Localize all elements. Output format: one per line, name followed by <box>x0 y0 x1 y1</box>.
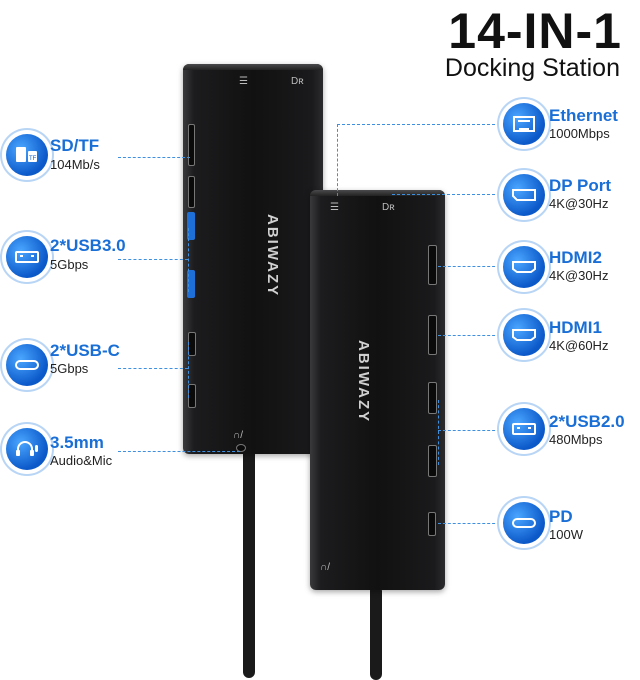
connector-dp <box>392 194 500 195</box>
usb2-port-1[interactable] <box>428 382 437 414</box>
hdmi-icon <box>503 246 545 288</box>
feature-spec-ethernet: 1000Mbps <box>549 126 610 141</box>
headline-title: 14-IN-1 <box>448 3 622 59</box>
connector-ethernet-v <box>337 124 338 196</box>
hdmi1-port[interactable] <box>428 315 437 355</box>
sd-card-slot[interactable] <box>188 124 195 166</box>
feature-spec-pd: 100W <box>549 527 583 542</box>
displayport-icon <box>503 174 545 216</box>
connector-hdmi1 <box>438 335 500 336</box>
tf-card-slot[interactable] <box>188 176 195 208</box>
connector-usb2-v <box>438 400 439 465</box>
feature-spec-usbc: 5Gbps <box>50 361 89 376</box>
usb-c-icon <box>503 502 545 544</box>
feature-spec-usb2: 480Mbps <box>549 432 603 447</box>
feature-name-ethernet: Ethernet <box>549 106 618 125</box>
feature-name-hdmi2: HDMI2 <box>549 248 602 267</box>
dp-port-label-icon: Dʀ <box>291 76 304 87</box>
usb-c-icon <box>6 344 48 386</box>
feature-spec-audio: Audio&Mic <box>50 453 113 468</box>
feature-name-usbc: 2*USB-C <box>50 341 120 360</box>
connector-hdmi2 <box>438 266 500 267</box>
hdmi-icon <box>503 314 545 356</box>
ethernet-port-label-icon-front: ☰ <box>330 202 339 213</box>
usb-a-icon <box>6 236 48 278</box>
audio-port-label-icon: ∩/ <box>233 430 243 441</box>
connector-pd <box>438 523 500 524</box>
feature-spec-dp: 4K@30Hz <box>549 196 609 211</box>
feature-name-usb3: 2*USB3.0 <box>50 236 126 255</box>
hdmi2-port[interactable] <box>428 245 437 285</box>
brand-logo-front: ABIWAZY <box>355 340 372 424</box>
connector-sd <box>118 157 190 158</box>
usb-c-port-1[interactable] <box>188 332 196 356</box>
feature-name-pd: PD <box>549 507 573 526</box>
headset-mic-icon <box>6 428 48 470</box>
feature-name-audio: 3.5mm <box>50 433 104 452</box>
connector-usb3-v <box>188 228 189 292</box>
feature-name-hdmi1: HDMI1 <box>549 318 602 337</box>
connector-usbc-v <box>188 342 189 398</box>
right-dock-cable <box>370 585 382 680</box>
left-dock-cable <box>243 448 255 678</box>
feature-name-usb2: 2*USB2.0 <box>549 412 625 431</box>
ethernet-icon <box>503 103 545 145</box>
usb3-port-2[interactable] <box>187 270 195 298</box>
svg-text:TF: TF <box>29 156 37 162</box>
feature-spec-hdmi2: 4K@30Hz <box>549 268 609 283</box>
connector-usb2 <box>438 430 500 431</box>
dock-front: ☰ Dʀ ABIWAZY ∩/ <box>310 190 445 590</box>
connector-usbc <box>118 368 188 369</box>
audio-jack[interactable] <box>236 444 246 452</box>
feature-name-sdtf: SD/TF <box>50 136 100 155</box>
dock-rear: ☰ Dʀ ABIWAZY ∩/ <box>183 64 323 454</box>
feature-spec-usb3: 5Gbps <box>50 257 89 272</box>
dp-port-label-icon-front: Dʀ <box>382 202 395 213</box>
feature-spec-hdmi1: 4K@60Hz <box>549 338 609 353</box>
usb-c-port-2[interactable] <box>188 384 196 408</box>
usb2-port-2[interactable] <box>428 445 437 477</box>
audio-port-label-icon-front: ∩/ <box>320 562 330 573</box>
headline-subtitle: Docking Station <box>444 54 620 82</box>
connector-usb3 <box>118 259 188 260</box>
connector-ethernet <box>337 124 500 125</box>
connector-audio <box>118 451 240 452</box>
feature-spec-sdtf: 104Mb/s <box>50 157 100 172</box>
ethernet-port-label-icon: ☰ <box>239 76 248 87</box>
usb3-port-1[interactable] <box>187 212 195 240</box>
feature-name-dp: DP Port <box>549 176 612 195</box>
brand-logo-rear: ABIWAZY <box>264 214 281 298</box>
sd-tf-card-icon: TF <box>6 134 48 176</box>
usb-a-icon <box>503 408 545 450</box>
pd-usb-c-port[interactable] <box>428 512 436 536</box>
